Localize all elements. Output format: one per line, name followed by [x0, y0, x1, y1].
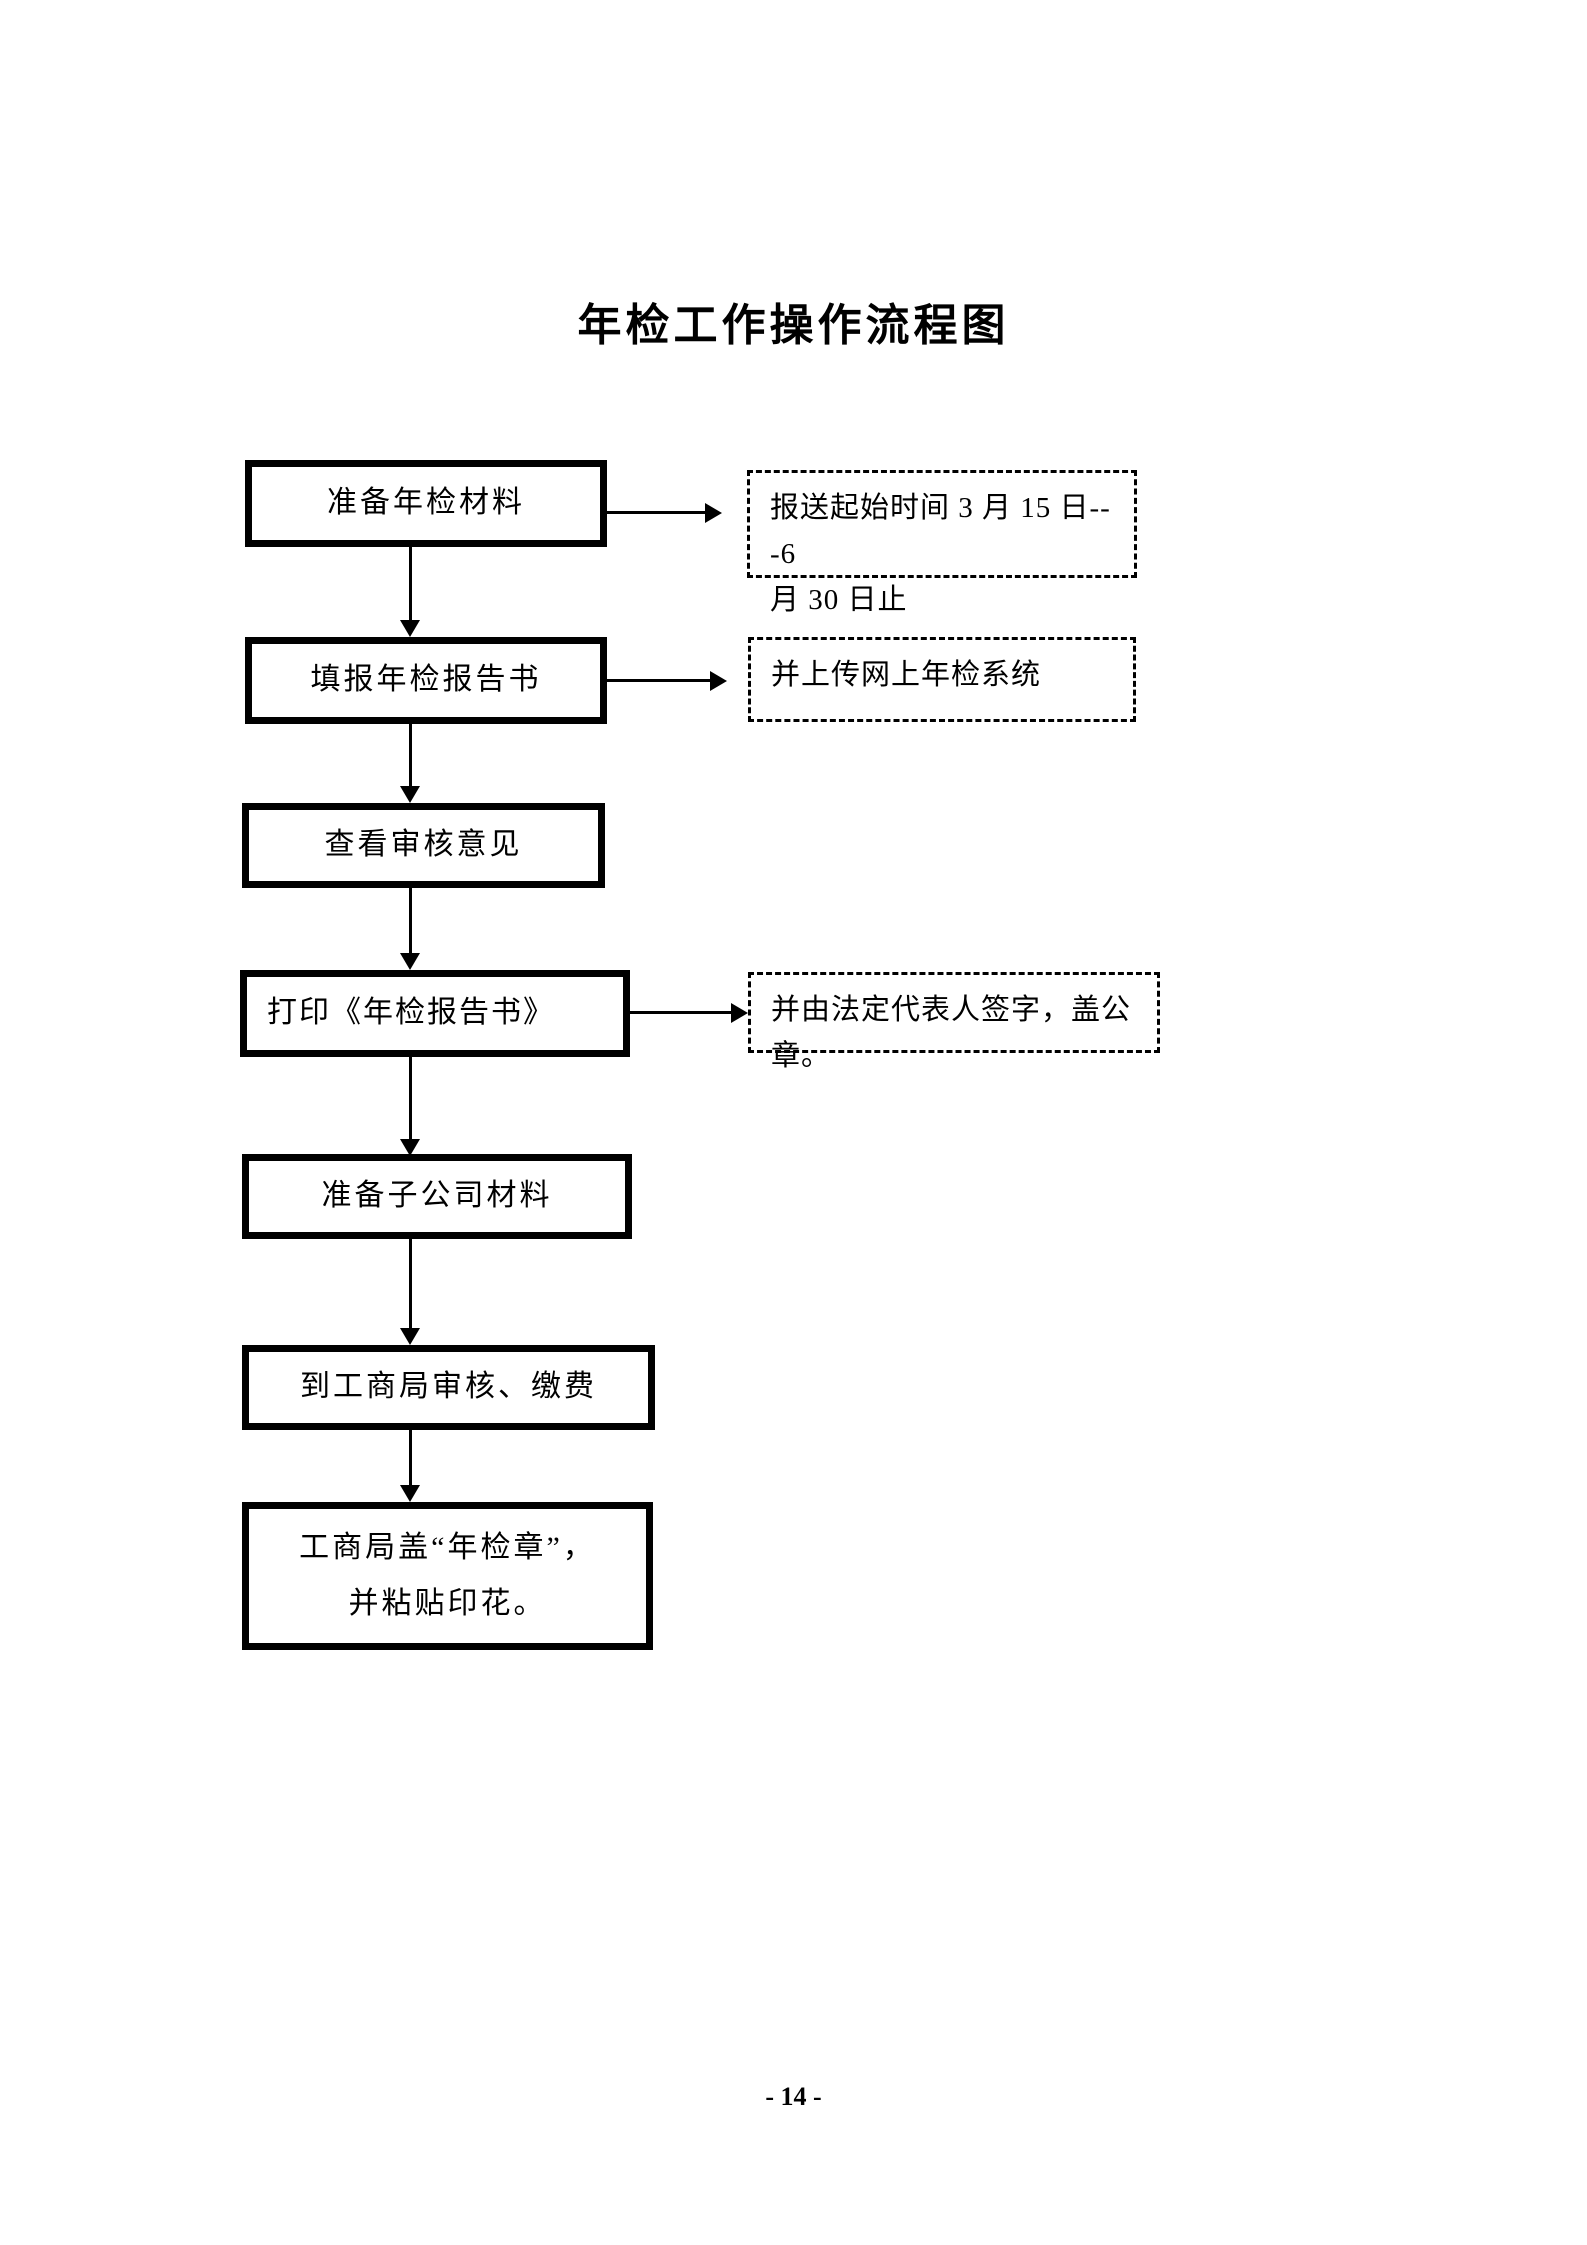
flow-step-label-line2: 并粘贴印花。	[348, 1587, 547, 1620]
arrow-right-icon	[731, 1003, 748, 1023]
arrow-down-icon	[400, 1328, 420, 1345]
flow-step-label: 查看审核意见	[324, 828, 523, 862]
arrow-down-icon	[400, 1139, 420, 1156]
flow-step-label: 填报年检报告书	[310, 663, 542, 697]
connector-line-1	[409, 547, 412, 621]
flow-step-subsidiary-materials: 准备子公司材料	[242, 1154, 632, 1239]
flow-step-label: 准备子公司材料	[321, 1179, 553, 1213]
connector-line-note3	[630, 1011, 732, 1014]
connector-line-6	[409, 1430, 412, 1486]
arrow-right-icon	[710, 671, 727, 691]
flow-step-bureau-review-pay: 到工商局审核、缴费	[242, 1345, 655, 1430]
note-line1: 并由法定代表人签字，盖公章。	[771, 994, 1132, 1072]
flow-step-label: 打印《年检报告书》	[267, 996, 555, 1030]
page-title: 年检工作操作流程图	[577, 301, 1010, 350]
flow-step-fill-report: 填报年检报告书	[245, 637, 607, 724]
note-line1: 并上传网上年检系统	[771, 659, 1042, 691]
page-number: - 14 -	[765, 2082, 822, 2111]
connector-line-note2	[607, 679, 711, 682]
arrow-down-icon	[400, 953, 420, 970]
flow-step-label: 准备年检材料	[327, 486, 525, 520]
arrow-down-icon	[400, 786, 420, 803]
flow-step-prepare-materials: 准备年检材料	[245, 460, 607, 547]
note-submission-period: 报送起始时间 3 月 15 日---6 月 30 日止	[747, 470, 1137, 616]
arrow-down-icon	[400, 1485, 420, 1502]
flow-step-stamp-seal: 工商局盖“年检章”， 并粘贴印花。	[242, 1502, 653, 1650]
connector-line-3	[409, 888, 412, 953]
flow-step-print-report: 打印《年检报告书》	[240, 970, 630, 1057]
arrow-right-icon	[705, 503, 722, 523]
note-sign-and-seal: 并由法定代表人签字，盖公章。	[748, 972, 1160, 1072]
flow-step-check-review: 查看审核意见	[242, 803, 605, 888]
note-upload-online-system: 并上传网上年检系统	[748, 637, 1136, 722]
flow-step-label: 到工商局审核、缴费	[300, 1370, 597, 1404]
flow-step-label-line1: 工商局盖“年检章”，	[299, 1531, 596, 1564]
connector-line-note1	[607, 511, 707, 514]
connector-line-5	[409, 1239, 412, 1328]
arrow-down-icon	[400, 620, 420, 637]
note-line1: 报送起始时间 3 月 15 日---6	[770, 492, 1111, 570]
connector-line-4	[409, 1057, 412, 1140]
note-line2: 月 30 日止	[770, 584, 908, 616]
connector-line-2	[409, 724, 412, 786]
